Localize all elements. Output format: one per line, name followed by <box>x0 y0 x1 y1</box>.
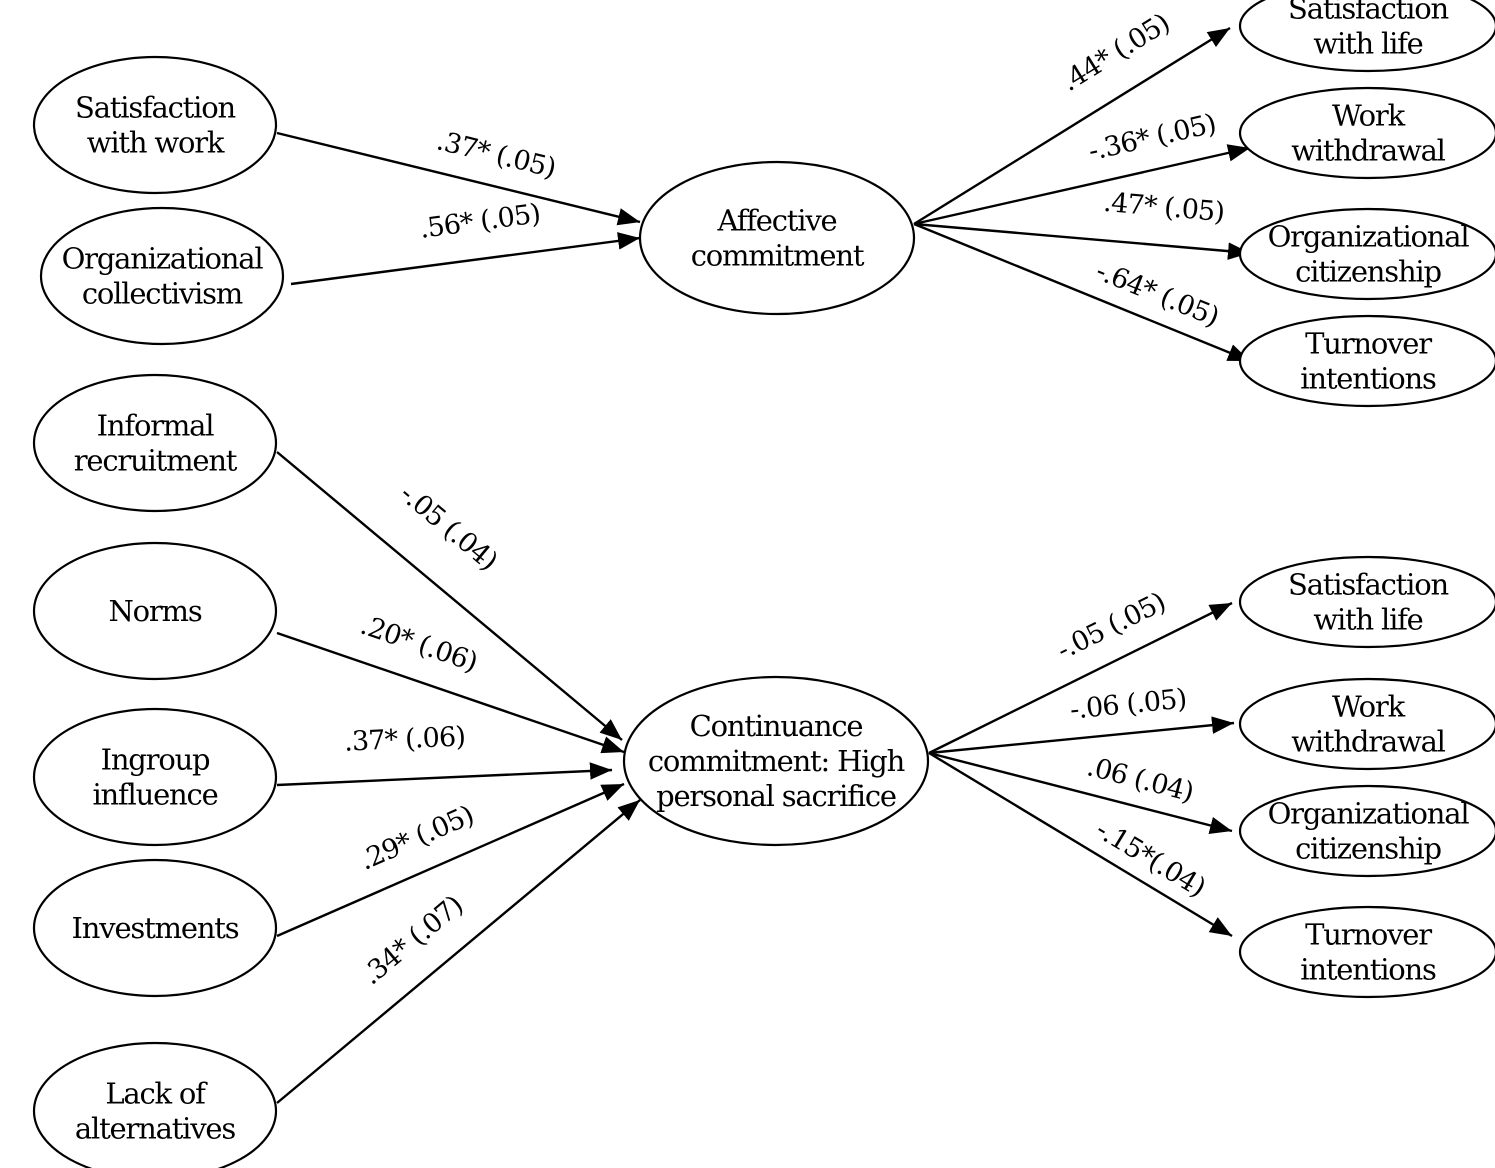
node-label: Ingroup <box>101 743 210 777</box>
node-ellipse <box>32 541 278 681</box>
edge-continuance-to-c-turnover <box>928 751 1233 938</box>
node-ellipse <box>32 858 278 998</box>
node-label: collectivism <box>82 277 243 311</box>
node-label: withdrawal <box>1291 725 1445 759</box>
node-label: Work <box>1332 690 1406 724</box>
node-ellipse <box>32 55 278 195</box>
edge-ingroup-to-continuance <box>276 762 613 787</box>
node-label: Satisfaction <box>1288 568 1448 602</box>
node-ellipse <box>32 373 278 513</box>
node-label: Satisfaction <box>75 91 235 125</box>
edge-affective-to-a-sat-life <box>913 26 1231 226</box>
node-ellipse <box>1238 207 1495 301</box>
node-ellipse <box>32 1041 278 1168</box>
node-label: Turnover <box>1305 918 1432 952</box>
edge-label: .06 (.04) <box>1084 751 1197 808</box>
edge-affective-to-a-org-cit <box>913 222 1251 260</box>
node-ellipse <box>1238 905 1495 999</box>
node-label: citizenship <box>1295 255 1441 289</box>
node-ellipse <box>39 206 285 346</box>
node-label: with life <box>1313 27 1422 61</box>
edge-label: -.15*(.04) <box>1090 814 1210 903</box>
node-label: Turnover <box>1305 327 1432 361</box>
edge-continuance-to-c-org-cit <box>928 751 1233 835</box>
node-ellipse <box>1238 0 1495 73</box>
node-label: Investments <box>72 911 239 945</box>
node-ellipse <box>638 160 916 316</box>
edge-continuance-to-c-sat-life <box>928 601 1233 755</box>
edge-sat-work-to-affective <box>276 131 641 226</box>
node-ellipse <box>622 675 930 847</box>
edge-org-coll-to-affective <box>290 232 641 286</box>
node-label: Organizational <box>62 242 264 276</box>
node-ellipse <box>1238 555 1495 649</box>
node-label: Norms <box>108 594 201 628</box>
edge-investments-to-continuance <box>276 782 625 938</box>
edge-continuance-to-c-work-with <box>928 716 1235 755</box>
node-label: intentions <box>1300 953 1436 987</box>
edge-label: -.05 (.05) <box>1052 587 1170 667</box>
node-ellipse <box>1238 314 1495 408</box>
edge-affective-to-a-turnover <box>913 222 1251 363</box>
edge-norms-to-continuance <box>276 631 625 754</box>
node-label: with work <box>87 126 225 160</box>
node-label: Organizational <box>1268 220 1470 254</box>
edge-label: .34* (.07) <box>356 890 469 991</box>
node-label: withdrawal <box>1291 134 1445 168</box>
edge-label: .44* (.05) <box>1056 8 1175 98</box>
node-label: alternatives <box>75 1112 235 1146</box>
edge-label: .37* (.06) <box>343 721 465 757</box>
edge-label: -.64* (.05) <box>1091 255 1222 333</box>
node-label: intentions <box>1300 362 1436 396</box>
edge-label: .56* (.05) <box>418 198 542 245</box>
node-ellipse <box>1238 86 1495 180</box>
node-ellipse <box>1238 784 1495 878</box>
edge-label: -.36* (.05) <box>1086 108 1219 167</box>
node-label: Satisfaction <box>1288 0 1448 26</box>
node-label: recruitment <box>74 444 238 478</box>
node-label: with life <box>1313 603 1422 637</box>
node-label: influence <box>92 778 217 812</box>
node-label: citizenship <box>1295 832 1441 866</box>
node-label: commitment: High <box>648 744 905 778</box>
node-label: Affective <box>717 204 837 238</box>
edge-label: .29* (.05) <box>355 800 478 877</box>
node-ellipse <box>1238 677 1495 771</box>
node-investments: Investments <box>32 858 278 998</box>
node-label: Work <box>1332 99 1406 133</box>
node-label: Continuance <box>690 709 863 743</box>
node-label: Organizational <box>1268 797 1470 831</box>
node-label: Informal <box>97 409 215 443</box>
edge-informal-to-continuance <box>276 451 623 741</box>
edge-label: .47* (.05) <box>1102 187 1225 228</box>
node-norms: Norms <box>32 541 278 681</box>
node-label: personal sacrifice <box>656 779 896 813</box>
node-label: Lack of <box>105 1077 208 1111</box>
edge-lack-alt-to-continuance <box>276 799 641 1104</box>
edge-label: .20* (.06) <box>356 610 481 679</box>
node-label: commitment <box>691 239 865 273</box>
node-ellipse <box>32 707 278 847</box>
edge-label: -.06 (.05) <box>1069 683 1188 725</box>
edge-affective-to-a-work-with <box>913 144 1251 226</box>
